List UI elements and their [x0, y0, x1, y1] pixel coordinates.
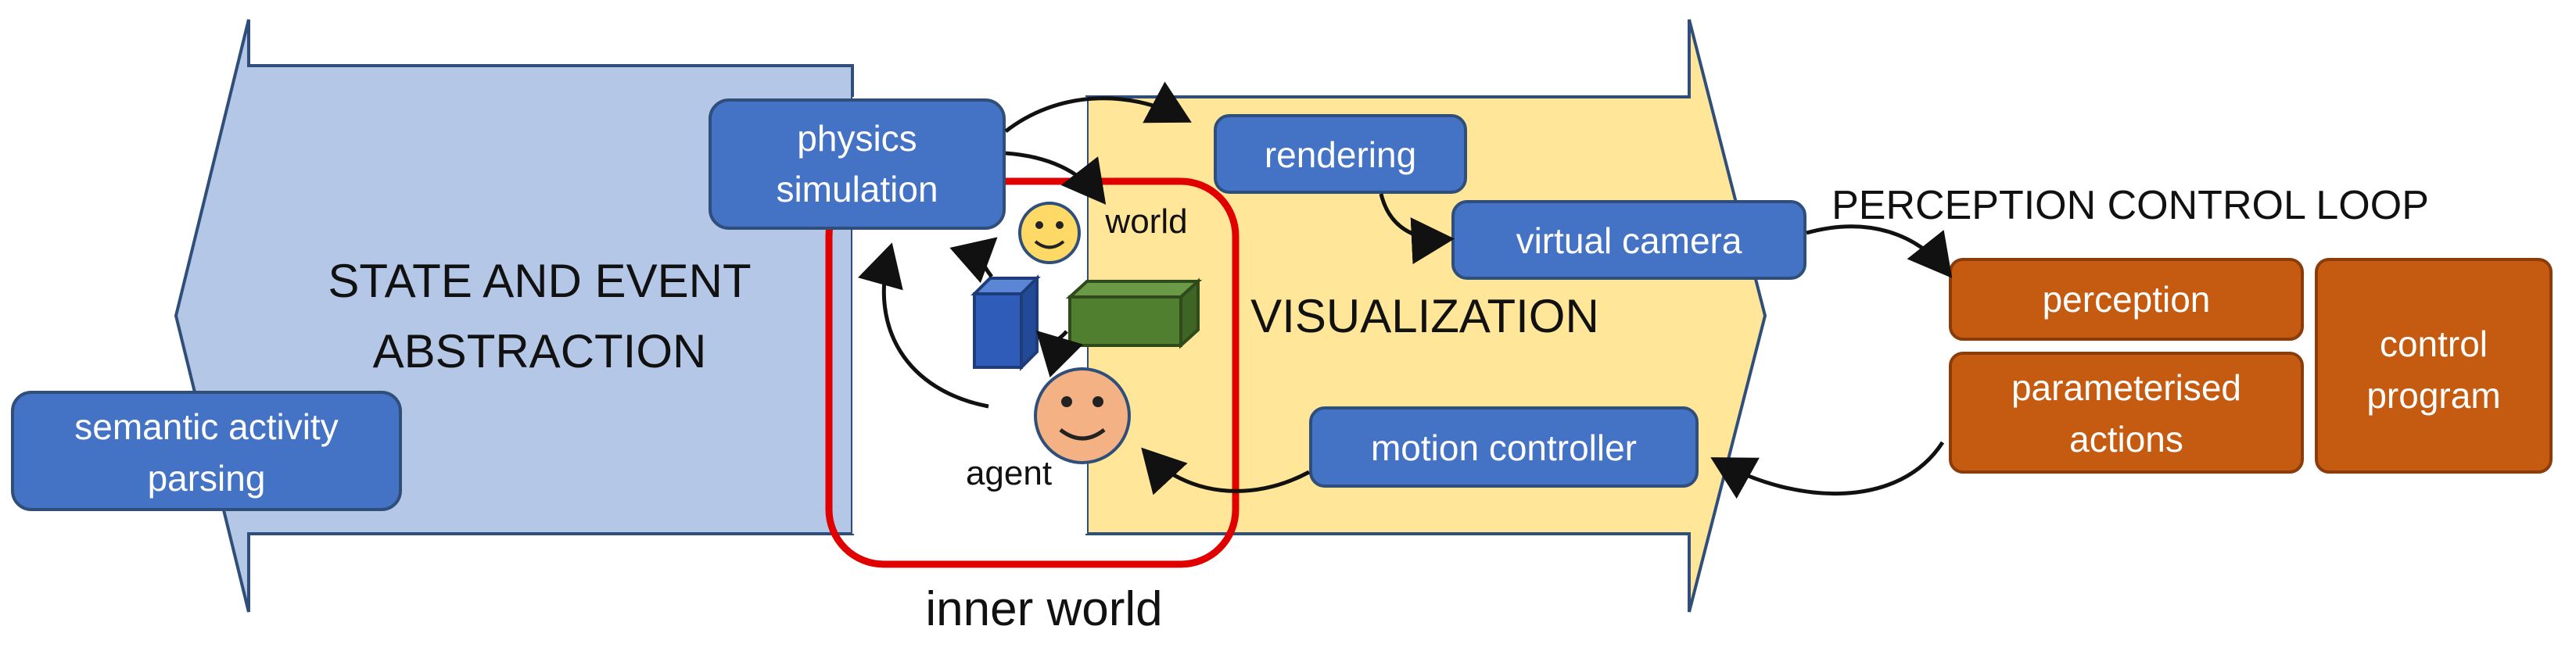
cube-to-world-arrow [949, 237, 998, 284]
virtual-camera-label: virtual camera [1516, 220, 1742, 261]
parameterised-actions-line1: parameterised [2011, 367, 2241, 408]
visualization-title: VISUALIZATION [1250, 290, 1599, 342]
blue-cube-icon [970, 274, 1041, 371]
green-to-cube-arrow [1035, 330, 1084, 378]
physics-simulation-line2: simulation [776, 169, 938, 209]
green-box-icon [1065, 277, 1203, 349]
inner-world-label: inner world [925, 582, 1162, 636]
camera-to-perception-arrow [1806, 224, 1953, 278]
perception-box[interactable]: perception [1949, 258, 2304, 341]
agent-label: agent [966, 454, 1052, 492]
virtual-camera-box[interactable]: virtual camera [1451, 200, 1806, 280]
rendering-box[interactable]: rendering [1214, 114, 1467, 194]
physics-simulation-box[interactable]: physics simulation [709, 98, 1006, 230]
semantic-activity-line2: parsing [148, 458, 266, 499]
motion-controller-to-agent-arrow [1141, 447, 1311, 495]
control-program-line2: program [2366, 375, 2500, 416]
physics-to-rendering-arrow [1004, 81, 1192, 133]
semantic-activity-line1: semantic activity [74, 406, 338, 447]
control-program-line1: control [2380, 324, 2488, 364]
agent-to-physics-arrow [858, 242, 989, 409]
perception-loop-title: PERCEPTION CONTROL LOOP [1832, 183, 2429, 228]
rendering-to-camera-arrow [1379, 193, 1455, 265]
motion-controller-box[interactable]: motion controller [1309, 406, 1699, 488]
state-abstraction-title-line1: STATE AND EVENT [328, 255, 751, 307]
rendering-label: rendering [1265, 134, 1416, 175]
parameterised-actions-box[interactable]: parameterised actions [1949, 352, 2304, 474]
perception-label: perception [2043, 279, 2211, 320]
physics-to-world-arrow [1005, 151, 1107, 205]
parameterised-actions-line2: actions [2069, 419, 2183, 460]
agent-face-icon [1034, 367, 1131, 464]
control-program-box[interactable]: control program [2315, 258, 2553, 474]
state-abstraction-title-line2: ABSTRACTION [373, 325, 707, 377]
semantic-activity-parsing-box[interactable]: semantic activity parsing [11, 391, 402, 511]
inner-world-frame [825, 177, 1240, 568]
physics-simulation-line1: physics [797, 118, 917, 159]
world-face-icon [1018, 202, 1081, 264]
world-label: world [1104, 202, 1187, 241]
motion-controller-label: motion controller [1371, 427, 1637, 468]
actions-to-motion-controller-arrow [1710, 441, 1945, 499]
